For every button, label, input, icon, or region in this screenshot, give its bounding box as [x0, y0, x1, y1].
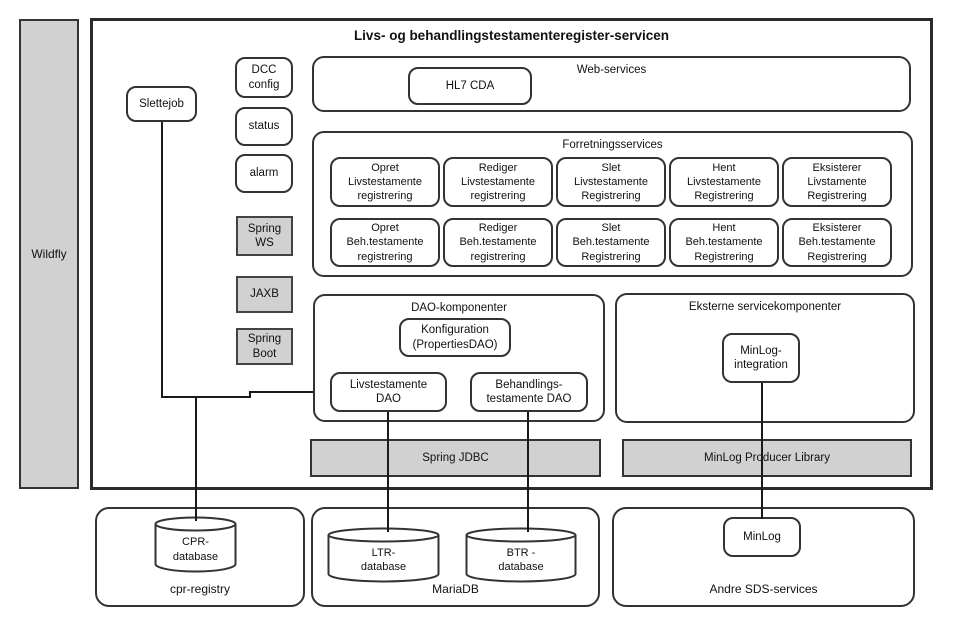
cpr-database-text: CPR- database — [172, 536, 219, 563]
service-label: Rediger Beh.testamente registrering — [459, 222, 537, 263]
service-eksisterer-livstestamente: Eksisterer Livstamente Registrering — [782, 157, 892, 207]
dao-komponenter-label: DAO-komponenter — [411, 302, 507, 314]
database-cylinder-icon — [327, 527, 440, 583]
service-opret-livstestamente: Opret Livstestamente registrering — [330, 157, 440, 207]
mariadb-label: MariaDB — [432, 582, 479, 596]
minlog-producer-library-bar: MinLog Producer Library — [622, 439, 912, 477]
minlog-integration-label: MinLog- integration — [734, 344, 788, 371]
service-label: Eksisterer Beh.testamente Registrering — [798, 222, 876, 263]
btr-database-cylinder: BTR - database — [465, 527, 577, 583]
service-label: Hent Beh.testamente Registrering — [685, 222, 763, 263]
service-label: Rediger Livstestamente registrering — [461, 161, 535, 203]
eksterne-label: Eksterne servicekomponenter — [688, 301, 842, 313]
spring-boot-label: Spring Boot — [247, 333, 282, 360]
service-rediger-livstestamente: Rediger Livstestamente registrering — [443, 157, 553, 207]
minlog-label: MinLog — [743, 530, 781, 543]
service-label: Slet Beh.testamente Registrering — [572, 222, 650, 263]
hl7-cda-label: HL7 CDA — [445, 79, 495, 92]
cpr-database-label: CPR- database — [154, 528, 237, 571]
behandlings-dao-node: Behandlings- testamente DAO — [470, 372, 588, 412]
database-cylinder-icon — [465, 527, 577, 583]
cpr-database-cylinder: CPR- database — [154, 516, 237, 573]
spring-boot-node: Spring Boot — [236, 328, 293, 365]
ltr-database-label: LTR- database — [327, 539, 440, 581]
web-services-label: Web-services — [576, 64, 647, 76]
konfiguration-label: Konfiguration (PropertiesDAO) — [412, 324, 498, 351]
spring-ws-node: Spring WS — [236, 216, 293, 256]
ltr-database-text: LTR- database — [360, 546, 407, 573]
status-node: status — [235, 107, 293, 146]
web-services-section: Web-services — [312, 56, 911, 112]
konfiguration-node: Konfiguration (PropertiesDAO) — [399, 318, 511, 357]
alarm-node: alarm — [235, 154, 293, 193]
jaxb-node: JAXB — [236, 276, 293, 313]
minlog-producer-library-label: MinLog Producer Library — [704, 452, 830, 464]
ltr-database-cylinder: LTR- database — [327, 527, 440, 583]
livstestamente-dao-node: Livstestamente DAO — [330, 372, 447, 412]
wildfly-label: Wildfly — [31, 247, 67, 261]
andre-sds-services-label: Andre SDS-services — [709, 582, 818, 596]
jaxb-label: JAXB — [250, 288, 279, 301]
livstestamente-dao-label: Livstestamente DAO — [349, 378, 428, 405]
btr-database-label: BTR - database — [465, 539, 577, 581]
diagram-title: Livs- og behandlingstestamenteregister-s… — [353, 28, 670, 43]
spring-ws-label: Spring WS — [247, 222, 282, 249]
behandlings-dao-label: Behandlings- testamente DAO — [486, 378, 572, 405]
forretningsservices-label: Forretningsservices — [562, 139, 663, 151]
service-label: Opret Livstestamente registrering — [348, 161, 422, 203]
service-boundary-box — [90, 18, 933, 490]
wildfly-container: Wildfly — [19, 19, 79, 489]
service-label: Hent Livstestamente Registrering — [687, 161, 761, 203]
database-cylinder-icon — [154, 516, 237, 573]
service-slet-livstestamente: Slet Livstestamente Registrering — [556, 157, 666, 207]
service-rediger-behtestamente: Rediger Beh.testamente registrering — [443, 218, 553, 267]
service-label: Slet Livstestamente Registrering — [574, 161, 648, 203]
spring-jdbc-bar: Spring JDBC — [310, 439, 601, 477]
dcc-config-node: DCC config — [235, 57, 293, 98]
service-hent-livstestamente: Hent Livstestamente Registrering — [669, 157, 779, 207]
minlog-integration-node: MinLog- integration — [722, 333, 800, 383]
hl7-cda-node: HL7 CDA — [408, 67, 532, 105]
spring-jdbc-label: Spring JDBC — [422, 452, 489, 464]
minlog-node: MinLog — [723, 517, 801, 557]
slettejob-label: Slettejob — [139, 97, 184, 110]
service-hent-behtestamente: Hent Beh.testamente Registrering — [669, 218, 779, 267]
btr-database-text: BTR - database — [498, 546, 544, 573]
cpr-registry-label: cpr-registry — [169, 582, 230, 596]
service-eksisterer-behtestamente: Eksisterer Beh.testamente Registrering — [782, 218, 892, 267]
alarm-label: alarm — [249, 167, 279, 180]
service-label: Eksisterer Livstamente Registrering — [807, 161, 867, 203]
mariadb-box: MariaDB — [311, 507, 600, 607]
slettejob-node: Slettejob — [126, 86, 197, 122]
service-label: Opret Beh.testamente registrering — [346, 222, 424, 263]
dcc-config-label: DCC config — [248, 64, 280, 91]
service-slet-behtestamente: Slet Beh.testamente Registrering — [556, 218, 666, 267]
service-opret-behtestamente: Opret Beh.testamente registrering — [330, 218, 440, 267]
status-label: status — [248, 120, 280, 133]
